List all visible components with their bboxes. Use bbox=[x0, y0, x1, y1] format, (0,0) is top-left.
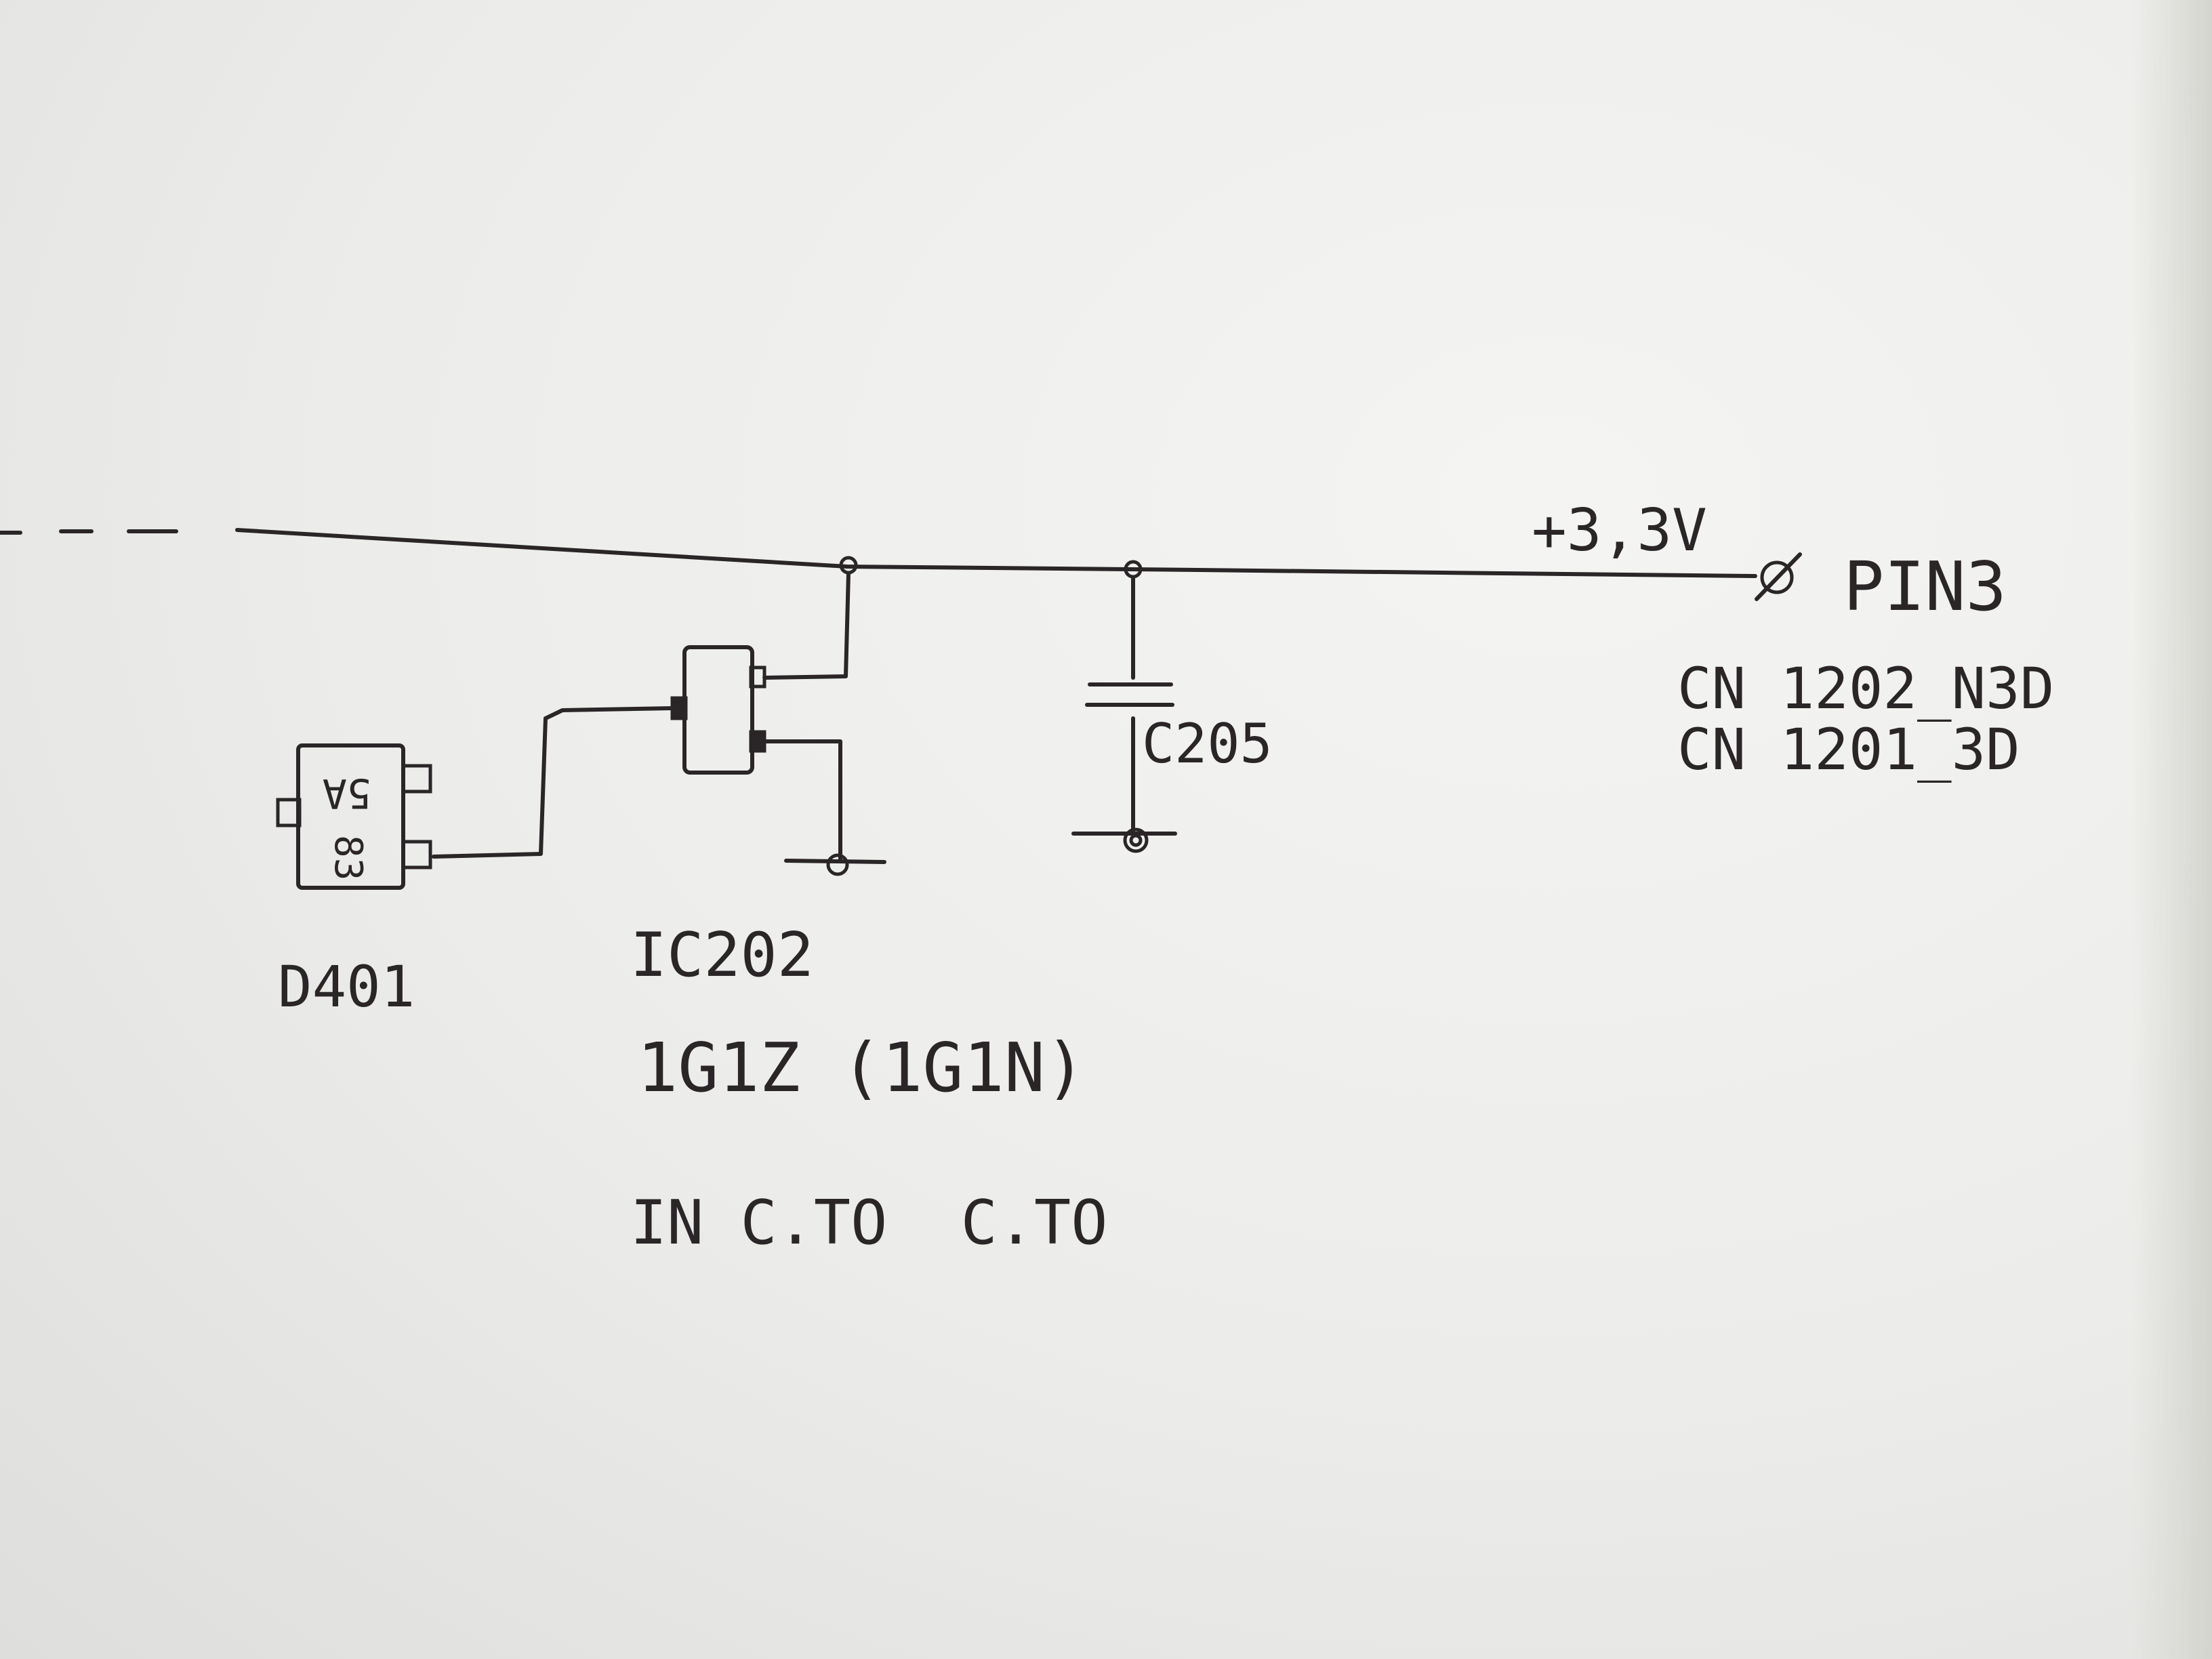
diode-marking-bottom: 83 bbox=[326, 835, 370, 880]
ic-ground-symbol bbox=[784, 853, 886, 876]
capacitor-label: C205 bbox=[1142, 712, 1273, 775]
connector-part-line-2: CN 1201_3D bbox=[1677, 716, 2020, 783]
connector-part-line-1: CN 1202_N3D bbox=[1677, 655, 2054, 722]
d401-diode-symbol bbox=[276, 743, 432, 890]
ic-label: IC202 bbox=[630, 920, 814, 991]
rail-dashed-continuation bbox=[0, 529, 178, 535]
ic202-symbol bbox=[432, 571, 851, 861]
c205-capacitor-symbol bbox=[1071, 575, 1177, 853]
supply-rail-wire bbox=[235, 528, 1757, 578]
ic-marking: 1G1Z (1G1N) bbox=[637, 1028, 1086, 1107]
diode-label: D401 bbox=[278, 954, 415, 1020]
supply-voltage-label: +3,3V bbox=[1532, 497, 1707, 565]
connector-terminal-symbol bbox=[1755, 552, 1802, 601]
connector-pin-label: PIN3 bbox=[1843, 547, 2007, 626]
ic-pin-note: IN C.TO C.TO bbox=[630, 1187, 1107, 1258]
paper-edge-shadow bbox=[2131, 0, 2212, 1659]
diode-marking-top: 5A bbox=[323, 769, 371, 817]
